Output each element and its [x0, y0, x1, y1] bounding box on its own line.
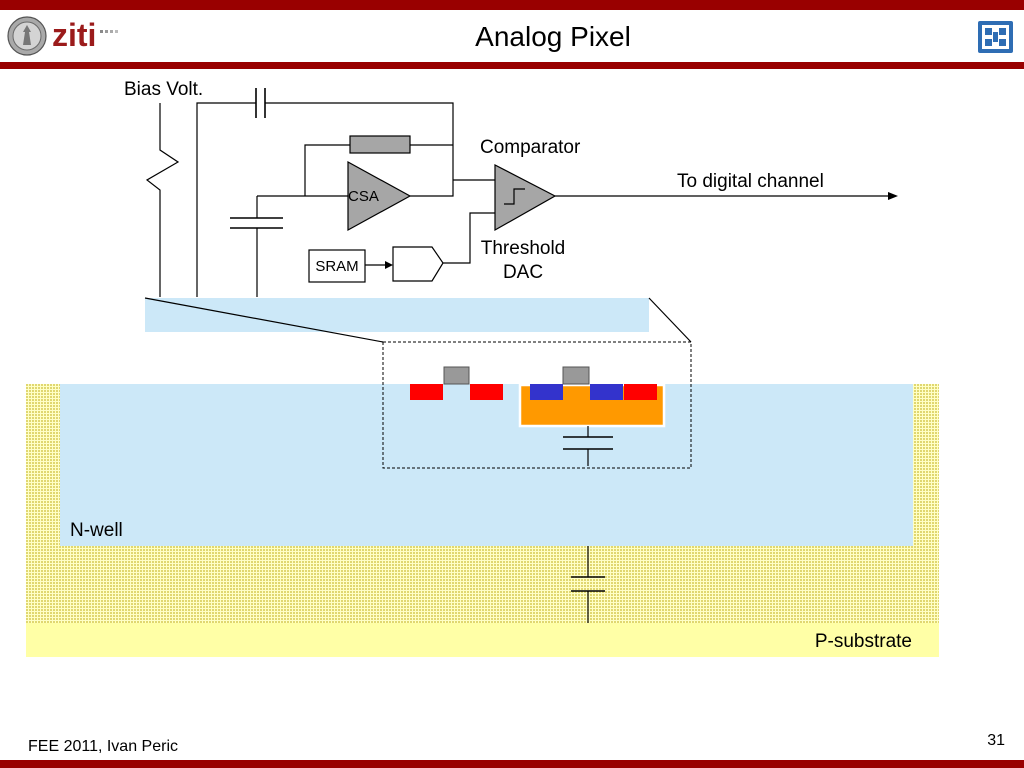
ziti-logo-dots [100, 30, 118, 33]
output-node-wire [265, 102, 454, 197]
zoom-box [382, 341, 692, 469]
threshold-dac-block [392, 246, 444, 282]
comparator-triangle [494, 164, 557, 232]
comparator-label: Comparator [480, 137, 581, 158]
sram-block: SRAM [308, 249, 366, 283]
well-capacitor [563, 426, 613, 466]
logo-block [999, 39, 1006, 46]
sram-box [308, 249, 366, 283]
n-well-region [60, 384, 913, 546]
sram-label: SRAM [315, 258, 358, 275]
bias-volt-label: Bias Volt. [124, 79, 203, 100]
logo-block [985, 28, 992, 35]
logo-dot [105, 30, 108, 33]
page-number: 31 [987, 732, 1005, 749]
bias-resistor-wire [145, 103, 180, 297]
substrate-capacitor [571, 546, 605, 623]
top-accent-bar [0, 0, 1024, 10]
feedback-resistor [304, 135, 453, 196]
red-implant-left [410, 384, 443, 400]
arrow-right-icon [888, 192, 898, 200]
step-symbol-icon [504, 188, 525, 205]
university-seal-icon [7, 16, 47, 56]
output-label: To digital channel [677, 171, 824, 192]
footer-text: FEE 2011, Ivan Peric [28, 738, 178, 755]
red-implant-right [624, 384, 657, 400]
detector-capacitor [230, 196, 283, 297]
feedback-resistor-body [349, 135, 411, 154]
p-substrate-plain-region [26, 623, 939, 657]
threshold-label: Threshold [481, 238, 566, 259]
logo-dot [115, 30, 118, 33]
dac-label: DAC [503, 262, 543, 283]
institute-logo-icon [978, 21, 1013, 53]
header-divider-bar [0, 62, 1024, 69]
feedback-wire-left [304, 144, 350, 196]
gate-right [562, 366, 590, 385]
logo-block [993, 32, 998, 42]
csa-triangle [347, 160, 412, 232]
arrow-right-icon [385, 261, 393, 269]
n-well-label: N-well [70, 520, 123, 541]
coupling-capacitor [255, 88, 266, 118]
output-arrow [555, 192, 898, 200]
csa-amplifier: CSA [347, 160, 412, 232]
logo-dot [110, 30, 113, 33]
logo-block [999, 28, 1006, 35]
comparator [494, 164, 557, 232]
slide-title: Analog Pixel [475, 21, 631, 52]
logo-dot [100, 30, 103, 33]
blue-implant-left [530, 384, 563, 400]
logo-block [985, 39, 992, 46]
seal-figure [23, 25, 31, 45]
sensor-bar [145, 298, 649, 332]
ziti-logo: ziti [52, 17, 96, 53]
blue-implant-right [590, 384, 623, 400]
zoom-line-right [648, 297, 692, 343]
bottom-accent-bar [0, 760, 1024, 768]
gate-left [443, 366, 470, 385]
injection-wire [196, 102, 256, 297]
p-substrate-label: P-substrate [815, 631, 912, 652]
csa-label: CSA [348, 188, 379, 205]
zoom-line-left [144, 297, 384, 343]
sram-to-dac-arrow [365, 261, 393, 269]
red-implant-middle [470, 384, 503, 400]
threshold-wire [443, 212, 495, 264]
